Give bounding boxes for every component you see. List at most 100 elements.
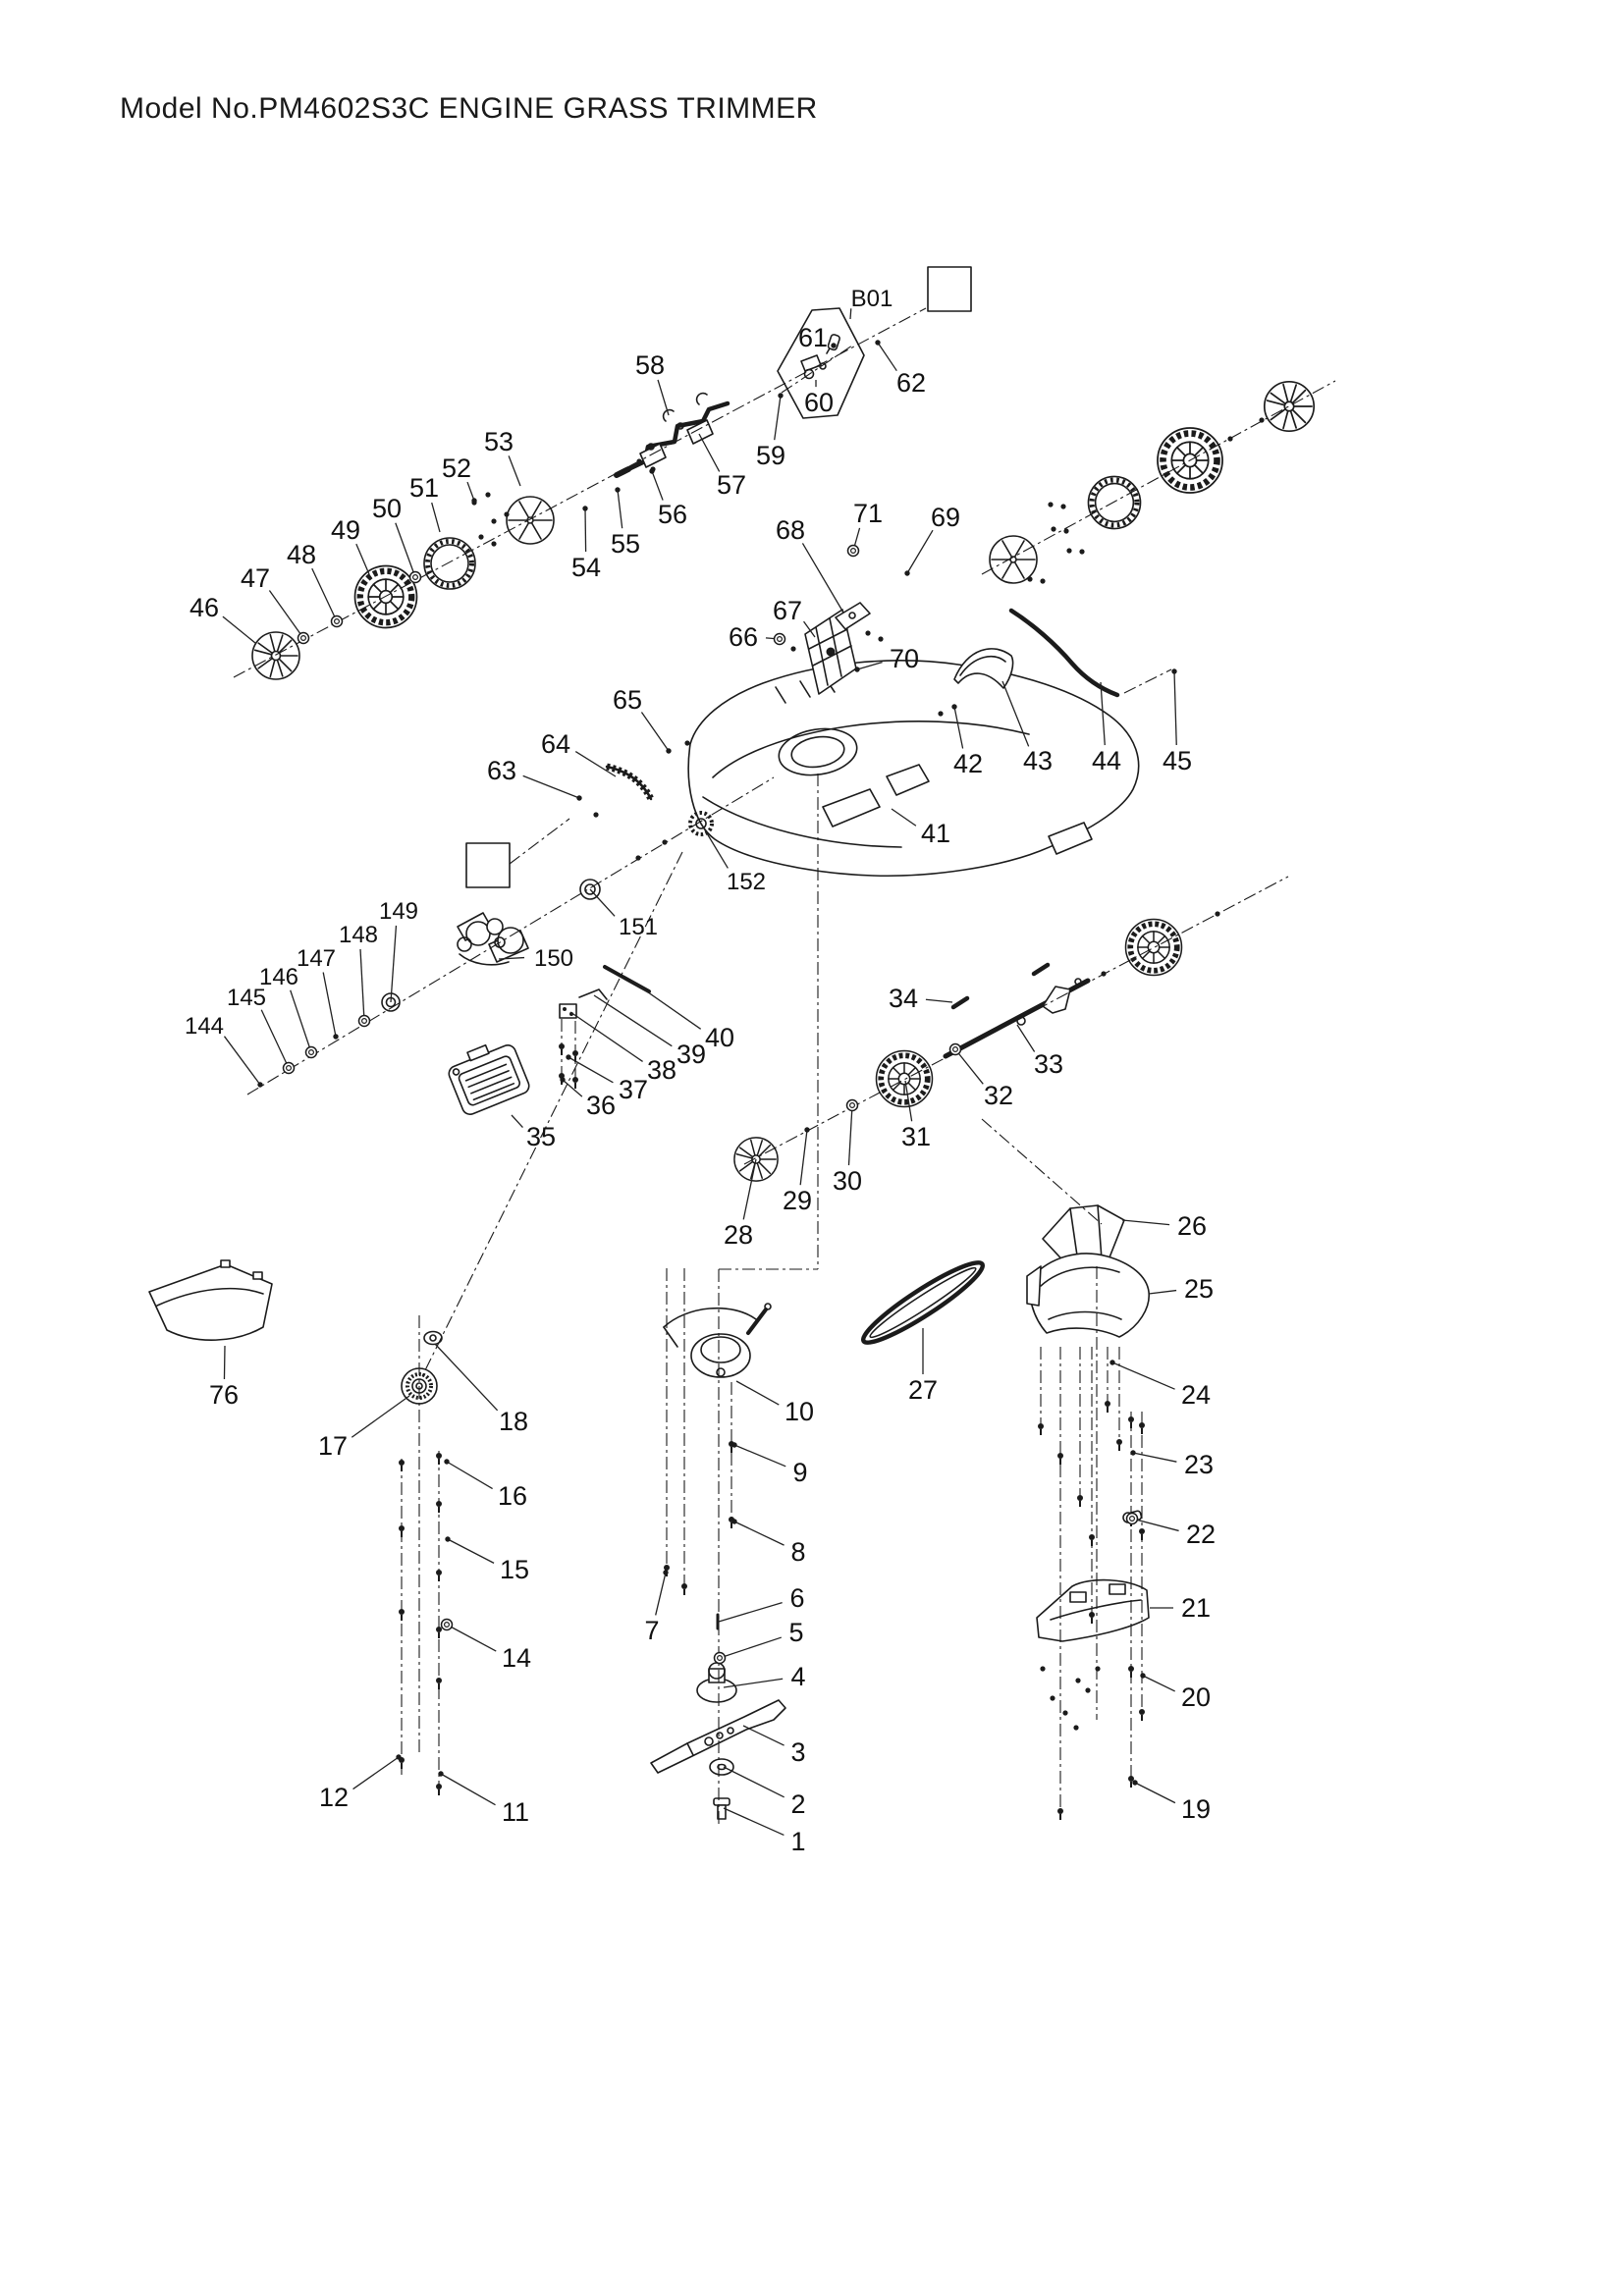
leader-line-47 (268, 590, 304, 639)
part-label-69: 69 (931, 503, 960, 532)
screw-icon (1215, 911, 1220, 917)
screw-icon (1101, 971, 1107, 977)
part-label-18: 18 (499, 1407, 528, 1436)
bolt-icon (1038, 1423, 1044, 1429)
screw-icon (865, 630, 871, 636)
washer-icon (1125, 1512, 1139, 1525)
leader-line-28 (742, 1158, 757, 1220)
blade-bolt (713, 1797, 730, 1820)
leader-line-52 (466, 481, 475, 502)
bolt-icon (399, 1525, 405, 1531)
leader-line-19 (1134, 1782, 1176, 1804)
wire-guard-rod (1008, 608, 1120, 698)
washer-hole (300, 634, 307, 641)
axis-line-0 (233, 307, 927, 678)
part-label-7: 7 (644, 1616, 659, 1645)
part-label-35: 35 (526, 1122, 556, 1151)
screw-icon (878, 636, 884, 642)
part-label-151: 151 (619, 914, 658, 940)
blade-bowl (663, 1303, 772, 1378)
axis-line-2 (981, 380, 1336, 575)
bolt-icon (1077, 1495, 1083, 1501)
axis-line-5 (421, 851, 683, 1377)
part-label-59: 59 (756, 441, 785, 470)
fastener-icon (731, 1519, 737, 1524)
bolt-icon (664, 1565, 670, 1571)
fastener-icon (1109, 1360, 1115, 1365)
washer-hole (334, 617, 341, 624)
screw-icon (1040, 578, 1046, 584)
screw-icon (684, 740, 690, 746)
part-label-70: 70 (890, 644, 919, 673)
washer-hole (308, 1048, 315, 1055)
washer-hole (412, 573, 419, 580)
part-label-45: 45 (1163, 746, 1192, 775)
screw-icon (504, 511, 510, 517)
fastener-icon (804, 1127, 810, 1133)
bolt-icon (436, 1627, 442, 1632)
leader-line-16 (446, 1461, 493, 1490)
part-label-51: 51 (409, 473, 439, 503)
fastener-icon (438, 1771, 444, 1777)
leader-line-45 (1173, 670, 1177, 746)
part-label-21: 21 (1181, 1593, 1211, 1623)
fastener-icon (333, 1034, 339, 1040)
fastener-icon (471, 498, 477, 504)
screw-icon (1062, 1710, 1068, 1716)
leader-line-65 (640, 712, 670, 752)
part-label-B01: B01 (851, 286, 893, 312)
part-label-63: 63 (487, 756, 516, 785)
leader-line-152 (700, 823, 729, 869)
washer-icon (845, 1098, 859, 1112)
bolt-icon (436, 1570, 442, 1575)
fastener-icon (566, 1054, 571, 1060)
axis-line-3 (246, 776, 775, 1095)
part-label-24: 24 (1181, 1380, 1211, 1410)
screw-icon (491, 541, 497, 547)
bolt-icon (572, 1077, 578, 1083)
spring-icon (1031, 962, 1051, 977)
screw-icon (1079, 549, 1085, 555)
part-label-39: 39 (676, 1040, 706, 1069)
part-label-23: 23 (1184, 1450, 1214, 1479)
fastener-icon (778, 393, 784, 399)
screw-icon (1050, 1695, 1055, 1701)
fastener-icon (1130, 1450, 1136, 1456)
bolt-icon (1139, 1528, 1145, 1534)
pulley-washer (423, 1330, 443, 1346)
leader-line-31 (904, 1080, 913, 1122)
screw-icon (1066, 548, 1072, 554)
part-label-53: 53 (484, 427, 514, 456)
leader-line-42 (953, 706, 964, 749)
washer-icon (297, 631, 310, 645)
blade-adapter (696, 1662, 737, 1703)
leader-line-32 (954, 1048, 984, 1085)
bolt-icon (1128, 1776, 1134, 1782)
part-label-37: 37 (619, 1075, 648, 1104)
screw-icon (635, 855, 641, 861)
part-label-62: 62 (896, 368, 926, 398)
leader-line-3 (742, 1725, 784, 1746)
engine-gearbox (457, 912, 529, 966)
part-label-67: 67 (773, 596, 802, 625)
hardware-dots (471, 417, 1265, 1731)
leader-line-12 (352, 1756, 400, 1790)
part-label-48: 48 (287, 540, 316, 569)
screw-icon (593, 812, 599, 818)
part-label-40: 40 (705, 1023, 734, 1052)
leader-line-1 (723, 1807, 784, 1837)
part-label-6: 6 (789, 1583, 804, 1613)
part-label-20: 20 (1181, 1682, 1211, 1712)
blade-washer (709, 1758, 734, 1776)
screw-icon (636, 458, 642, 464)
circlip-icon (695, 392, 708, 405)
leader-line-30 (847, 1104, 853, 1166)
leader-line-2 (723, 1766, 784, 1798)
screw-icon (478, 534, 484, 540)
washer-hole (849, 547, 856, 554)
leader-line-25 (1148, 1289, 1177, 1295)
wheel-front-left (355, 566, 417, 628)
part-label-30: 30 (833, 1166, 862, 1196)
